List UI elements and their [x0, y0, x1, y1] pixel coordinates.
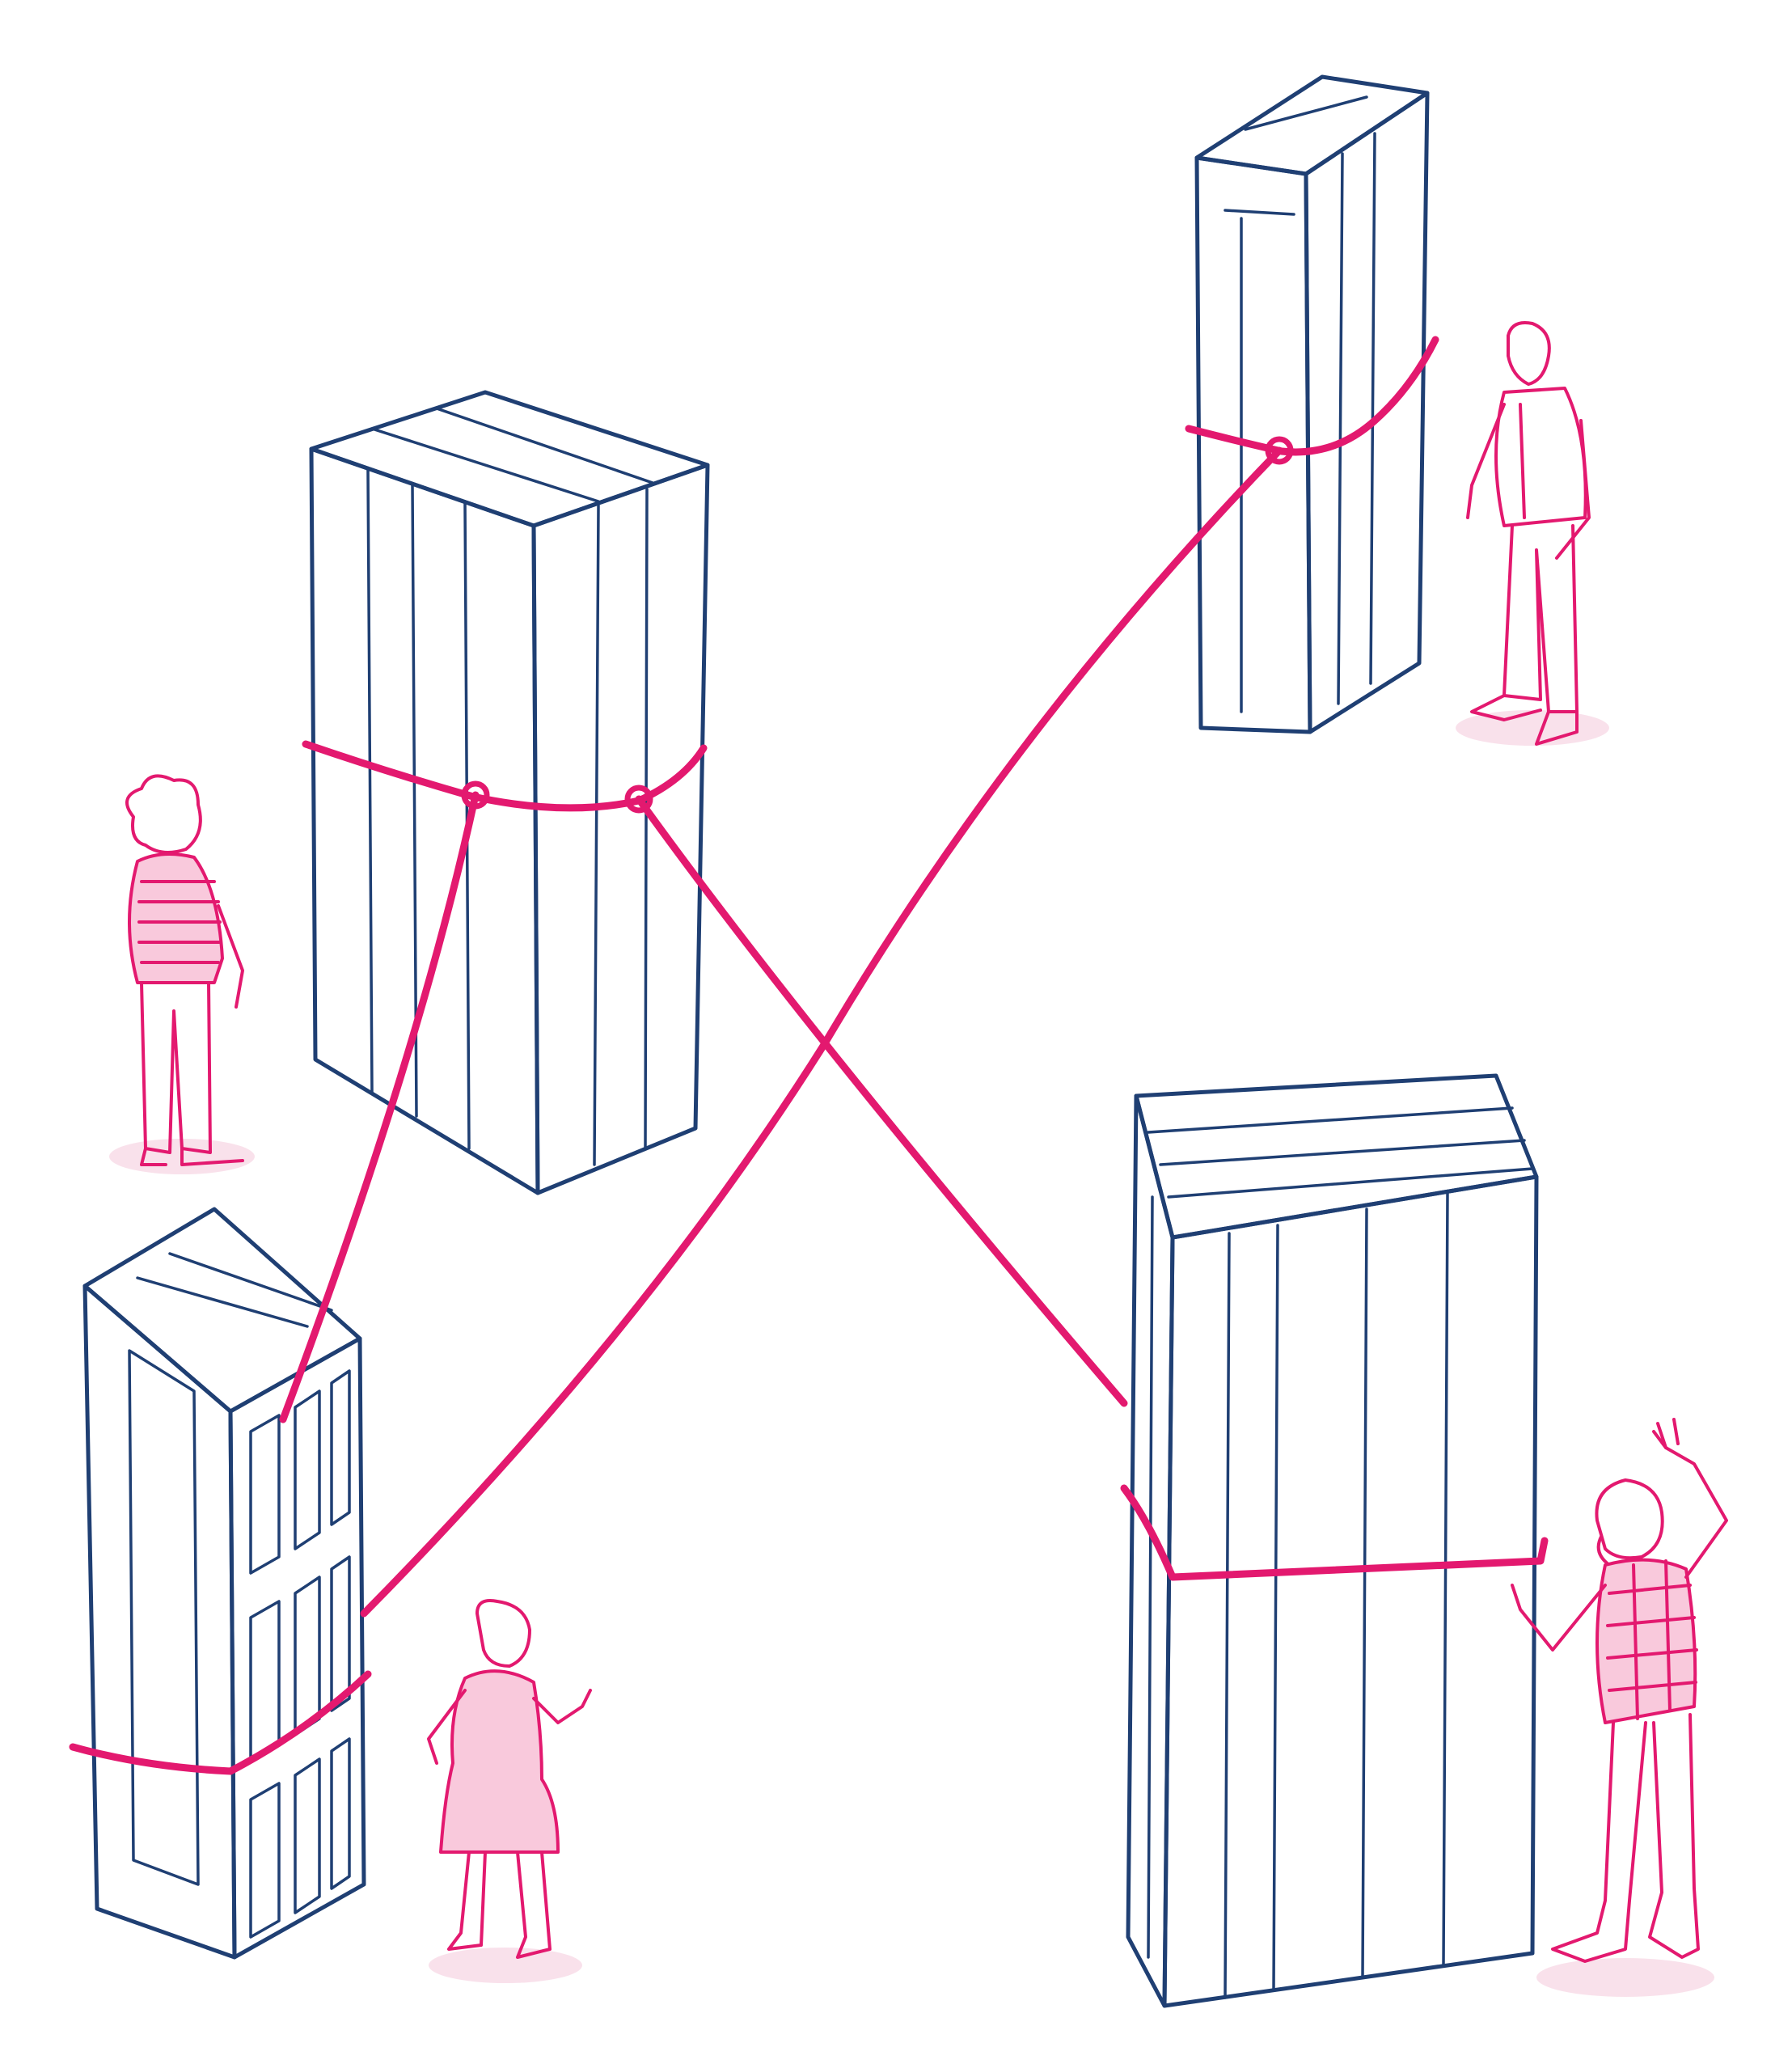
- person-curly-hair: [109, 774, 255, 1174]
- rope-band-bottom-left: [69, 1670, 372, 1775]
- person-dress: [427, 1599, 592, 1983]
- rope-top-left-to-bottom-right: [635, 795, 1128, 1407]
- rope-top-left-to-bottom-left: [279, 791, 480, 1423]
- rope-band-top-right: [1185, 336, 1439, 456]
- rope-band-bottom-right: [1120, 1484, 1549, 1581]
- rope-top-right-to-bottom-left: [360, 446, 1283, 1618]
- block-bottom-left: [82, 1207, 366, 1960]
- person-waving: [1511, 1418, 1728, 1997]
- person-standing: [1456, 321, 1609, 746]
- rope-band-top-left: [302, 740, 708, 812]
- block-bottom-right: [1126, 1073, 1539, 2008]
- ropes: [69, 336, 1549, 1775]
